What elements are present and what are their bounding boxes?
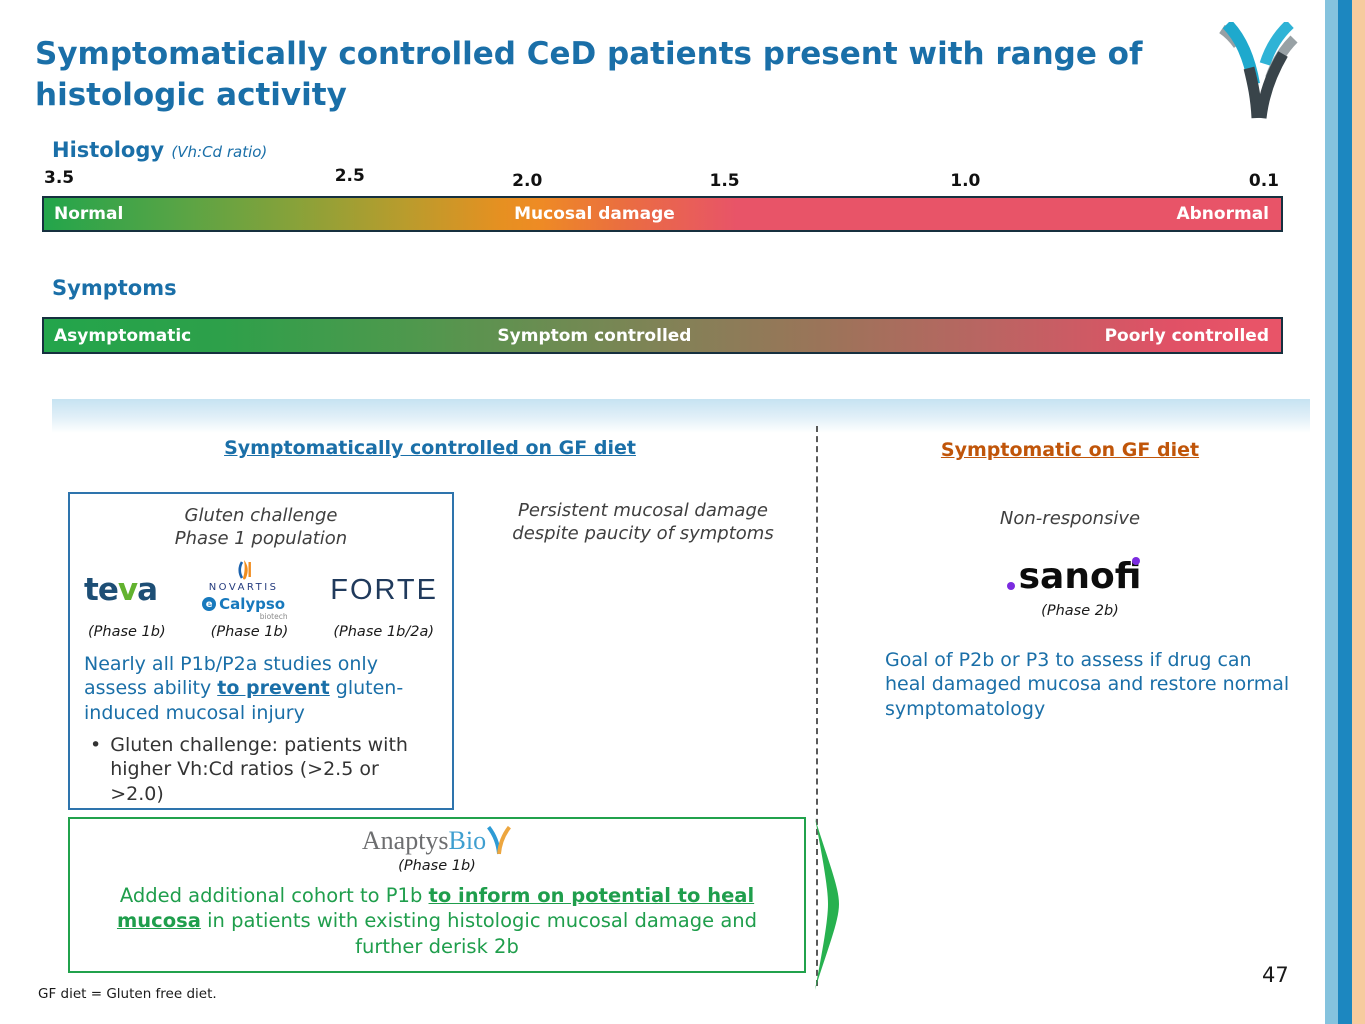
calypso-subtext: biotech [259,612,288,621]
persistent-damage-note: Persistent mucosal damage despite paucit… [512,500,774,544]
left-column-header: Symptomatically controlled on GF diet [224,437,636,459]
study-logos-row: teva NOVARTIS e Calypso biotech FORTE [70,558,452,622]
anaptysbio-mark-icon [1212,19,1304,126]
histology-zone-normal: Normal [54,204,124,224]
p2b-goal-statement: Goal of P2b or P3 to assess if drug can … [885,649,1290,720]
right-column-header: Symptomatic on GF diet [940,439,1200,461]
anaptysbio-v-icon [487,826,512,855]
green-arrow-icon [813,818,841,994]
sanofi-logo-block: sanofi (Phase 2b) [960,556,1200,619]
teva-logo-text: a [137,572,158,608]
statement-emphasis: to prevent [217,677,330,700]
statement-text: gluten-induced mucosal injury [84,677,404,724]
bullet-text: Gluten challenge: patients with higher V… [110,733,408,805]
statement-text: Added additional cohort to P1b [119,884,429,907]
symptoms-zone-symptom-controlled: Symptom controlled [497,325,692,346]
axis-tick: 1.0 [950,171,981,191]
teva-logo-v: v [117,572,138,608]
calypso-wordmark: Calypso [219,595,286,613]
axis-tick: 3.5 [44,168,75,188]
p1b-p2a-statement: Nearly all P1b/P2a studies only assess a… [84,652,438,725]
symptoms-gradient-bar: Asymptomatic Symptom controlled Poorly c… [42,317,1283,354]
histology-zone-abnormal: Abnormal [1176,204,1269,224]
anaptysbio-statement: Added additional cohort to P1b to inform… [106,883,768,959]
section-band [52,399,1310,433]
calypso-logo: e Calypso [202,595,285,613]
novartis-wordmark: NOVARTIS [208,582,279,593]
sanofi-purple-dot [1132,557,1141,565]
symptoms-heading-label: Symptoms [52,276,177,300]
gluten-challenge-box: Gluten challenge Phase 1 population teva… [68,492,454,810]
sanofi-purple-dot [1006,582,1015,590]
column-divider [816,426,818,986]
calypso-icon: e [202,597,217,611]
sanofi-wordmark: sanofi [1018,556,1142,597]
forte-logo: FORTE [330,573,438,606]
statement-emphasis: to inform on potential to heal mucosa [116,884,755,933]
sanofi-phase: (Phase 2b) [1041,603,1119,619]
slide-title: Symptomatically controlled CeD patients … [35,36,1143,113]
novartis-phase: (Phase 1b) [210,624,289,640]
axis-tick: 1.5 [709,171,740,191]
histology-zone-mucosal-damage: Mucosal damage [514,204,675,224]
statement-text: in patients with existing histologic muc… [200,909,758,958]
histology-axis: 3.5 2.5 2.0 1.5 1.0 0.1 [42,166,1283,195]
edge-stripe-peach [1352,0,1365,1024]
novartis-calypso-logo: NOVARTIS e Calypso biotech [194,559,294,621]
anaptysbio-phase: (Phase 1b) [398,858,476,874]
non-responsive-note: Non-responsive [999,508,1141,529]
study-phases-row: (Phase 1b) (Phase 1b) (Phase 1b/2a) [70,624,452,640]
novartis-flame-icon [238,560,252,580]
statement-text: Nearly all P1b/P2a studies only assess a… [84,653,378,700]
forte-phase: (Phase 1b/2a) [333,624,434,640]
page-number: 47 [1262,963,1289,987]
axis-tick: 0.1 [1248,171,1279,191]
symptoms-zone-asymptomatic: Asymptomatic [54,325,192,346]
footnote: GF diet = Gluten free diet. [38,986,217,1002]
teva-logo-text: te [84,572,119,608]
histology-heading-note: (Vh:Cd ratio) [171,143,268,161]
study-box-caption: Gluten challenge Phase 1 population [174,505,348,549]
axis-tick: 2.5 [334,166,365,186]
axis-tick: 2.0 [512,171,543,191]
histology-heading-label: Histology [52,138,165,162]
edge-stripe-blue [1338,0,1352,1024]
teva-logo: teva [84,572,158,608]
teva-phase: (Phase 1b) [88,624,166,640]
edge-stripe-light-blue [1325,0,1338,1024]
gluten-challenge-bullet: Gluten challenge: patients with higher V… [90,733,438,806]
bio-wordmark: Bio [448,826,487,855]
histology-gradient-bar: Normal Mucosal damage Abnormal [42,196,1283,232]
anaptys-wordmark: Anaptys [361,826,449,855]
symptoms-zone-poorly-controlled: Poorly controlled [1104,325,1269,346]
histology-heading: Histology (Vh:Cd ratio) [52,138,267,162]
symptoms-heading: Symptoms [52,276,177,300]
sanofi-logo: sanofi [1006,556,1142,597]
